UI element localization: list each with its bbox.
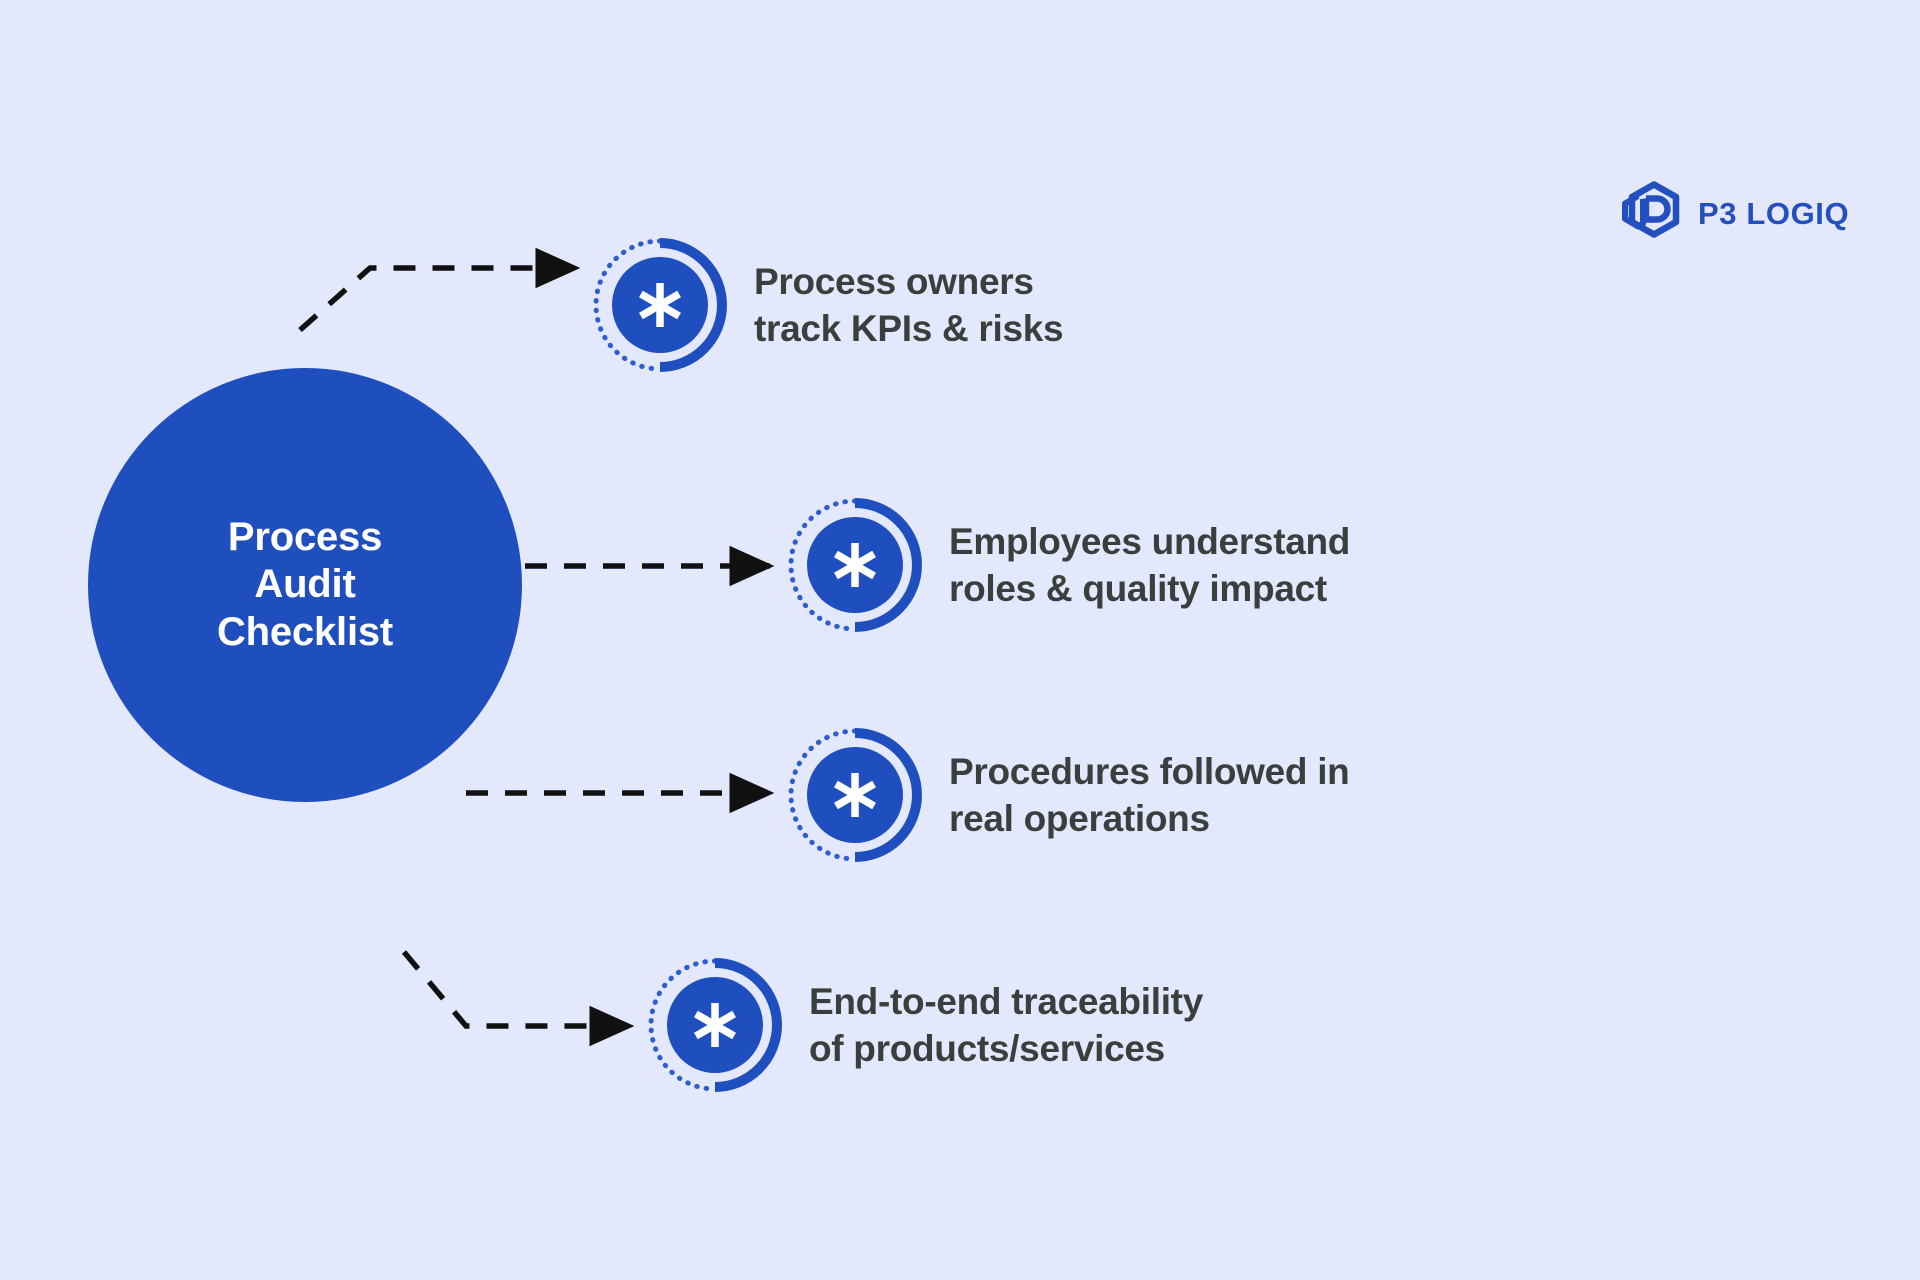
hub-circle[interactable]: Process Audit Checklist: [88, 368, 522, 802]
branch-label: End-to-end traceability of products/serv…: [809, 980, 1203, 1069]
branch-label: Procedures followed in real operations: [949, 750, 1350, 839]
branch-item[interactable]: Process owners track KPIs & risks: [593, 238, 1064, 372]
brand-logo[interactable]: P3 LOGIQ: [1618, 178, 1849, 248]
asterisk-icon: [788, 498, 922, 632]
branch-item[interactable]: Employees understand roles & quality imp…: [788, 498, 1351, 632]
branch-label: Employees understand roles & quality imp…: [949, 520, 1351, 609]
asterisk-icon: [648, 958, 782, 1092]
brand-name: P3 LOGIQ: [1698, 195, 1850, 231]
asterisk-icon: [788, 728, 922, 862]
branch-label: Process owners track KPIs & risks: [754, 260, 1064, 349]
branch-item[interactable]: End-to-end traceability of products/serv…: [648, 958, 1203, 1092]
hexagon-p-logo-icon: [1622, 181, 1680, 238]
asterisk-icon: [593, 238, 727, 372]
hub-title: Process Audit Checklist: [216, 515, 394, 654]
connector-end-to-end-traceability: [401, 950, 635, 1047]
connector-process-owners: [298, 247, 581, 333]
branch-item[interactable]: Procedures followed in real operations: [788, 728, 1350, 862]
